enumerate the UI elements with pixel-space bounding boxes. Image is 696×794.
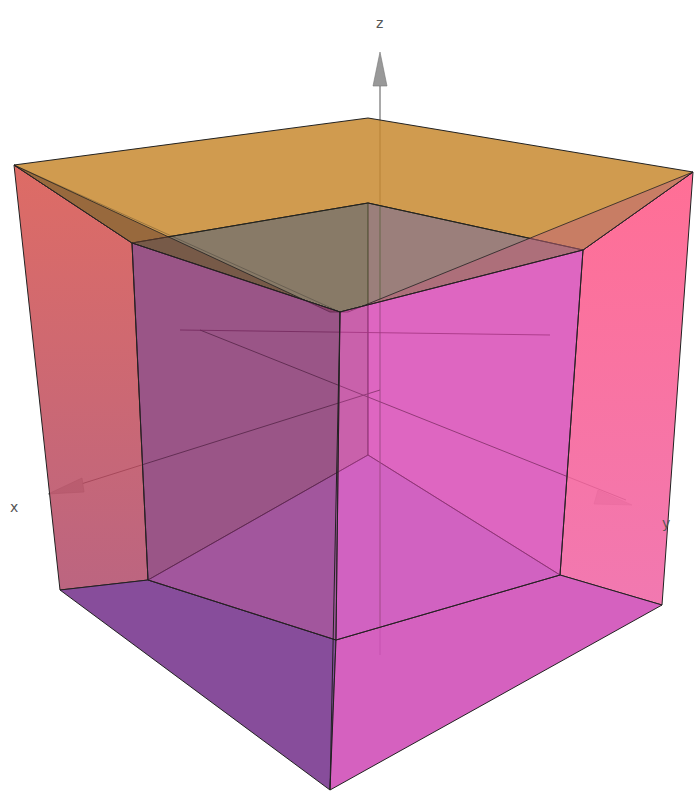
axis-label: x — [10, 500, 18, 514]
axis-label: z — [376, 16, 383, 30]
axis-label: y — [662, 516, 670, 530]
